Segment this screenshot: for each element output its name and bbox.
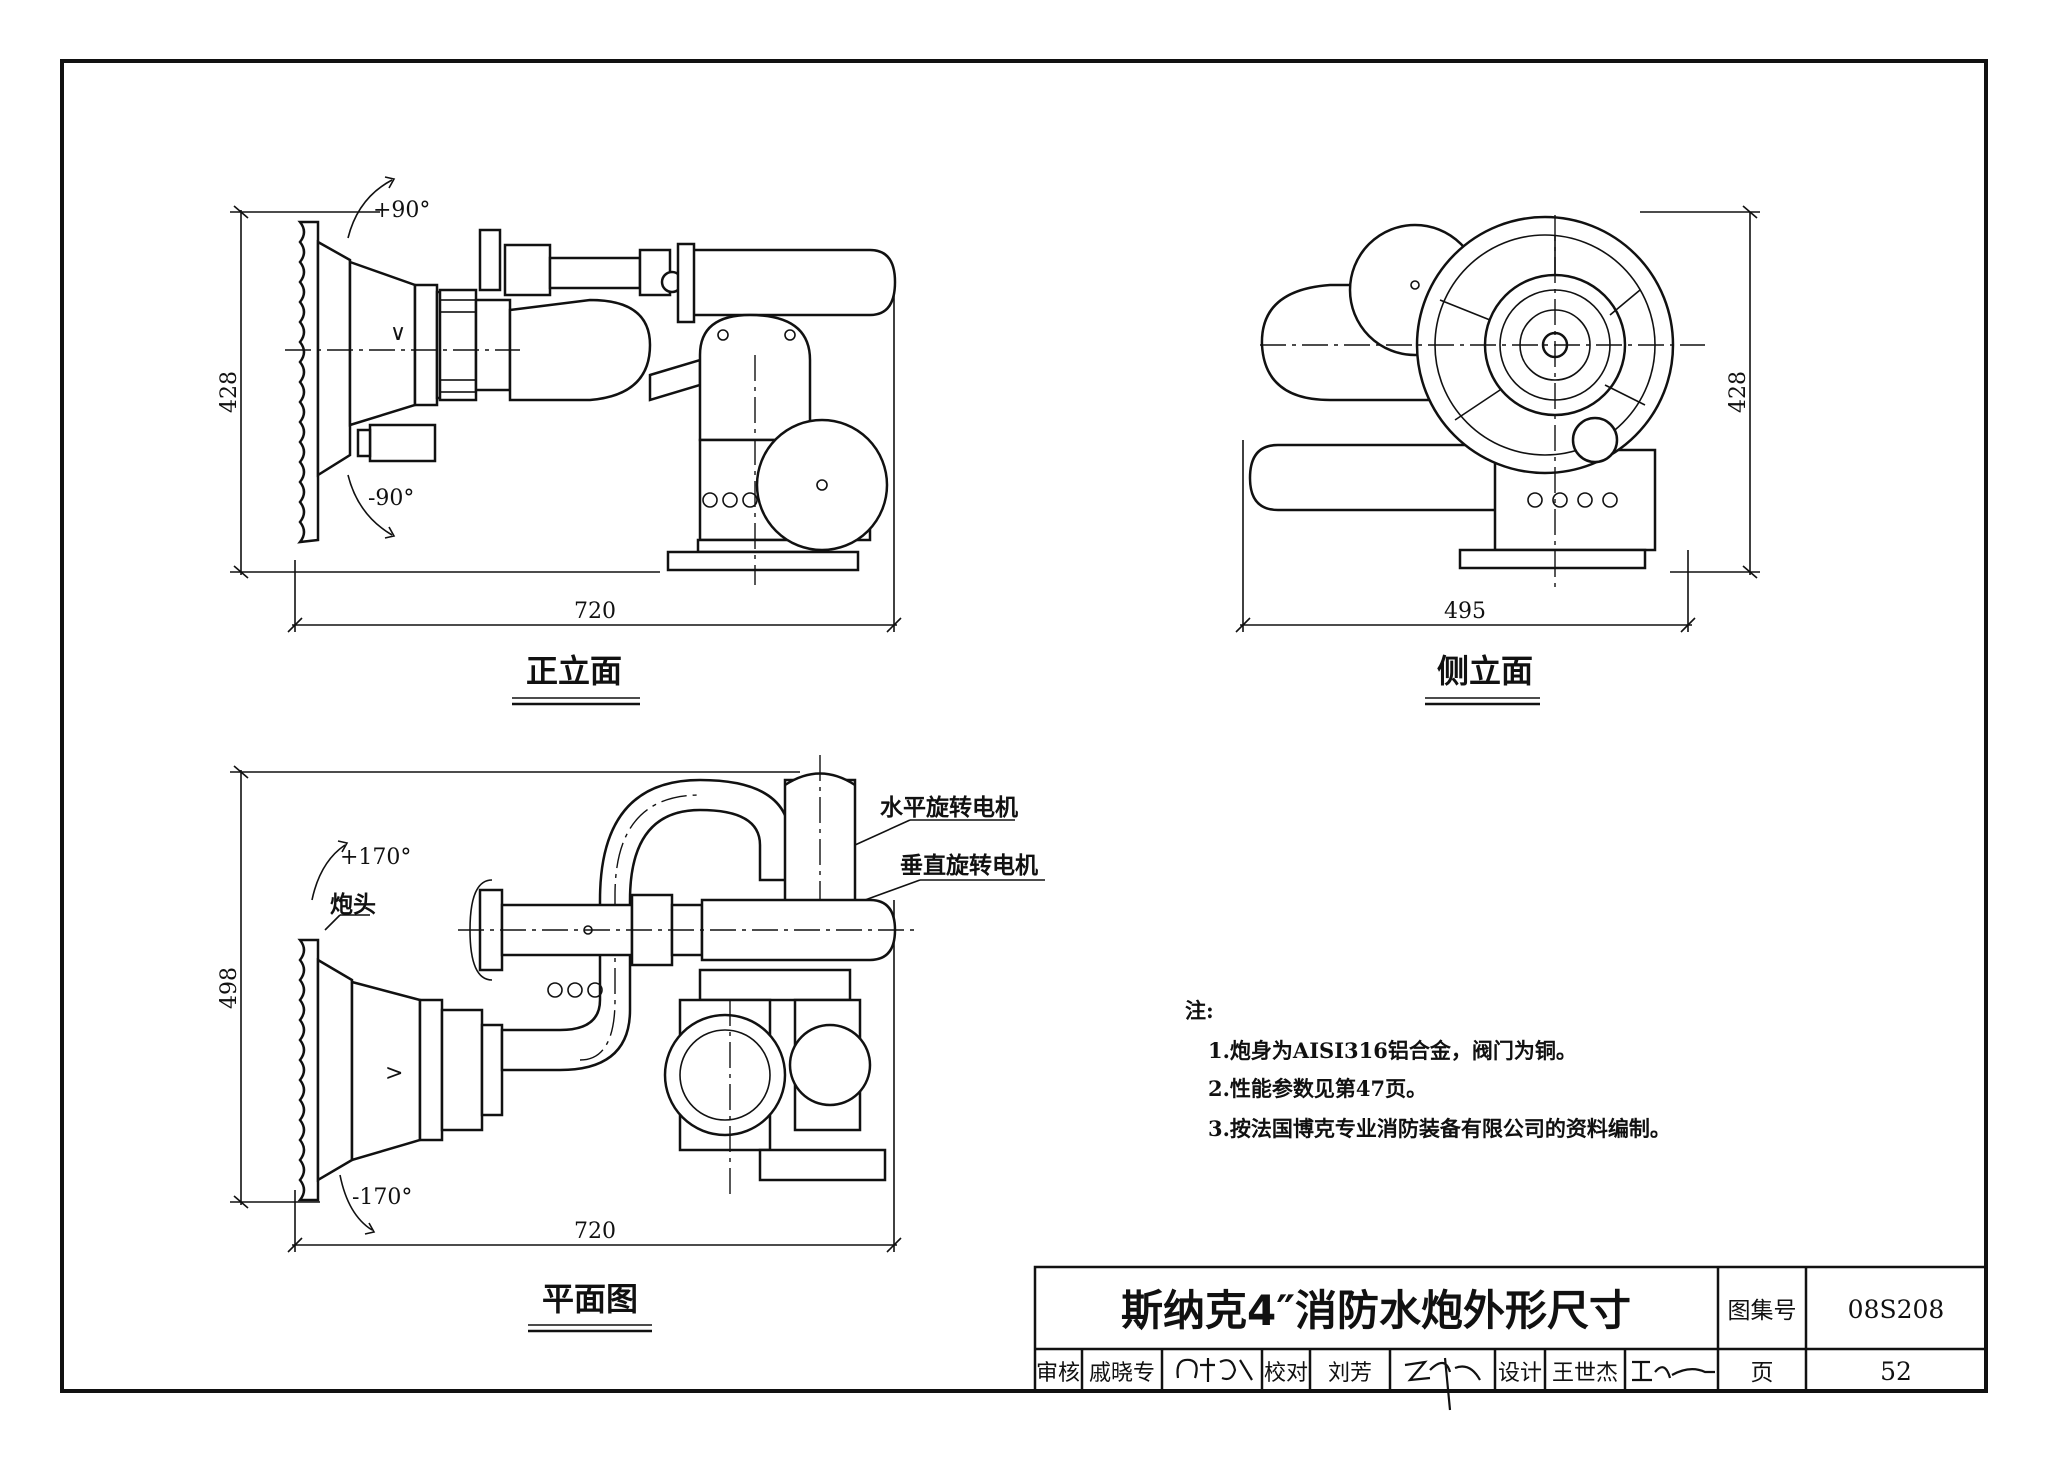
designer-name: 王世杰 [1552, 1361, 1618, 1386]
side-view-title: 侧立面 [1437, 652, 1533, 690]
front-angle-up: +90° [373, 198, 430, 223]
page-label: 页 [1751, 1360, 1774, 1386]
note-item-1: 1.炮身为AISI316铝合金，阀门为铜。 [1208, 1038, 1577, 1063]
callout-horizontal-motor: 水平旋转电机 [880, 794, 1018, 821]
front-angle-down: -90° [368, 486, 414, 511]
plan-view: 498 720 > [217, 755, 1045, 1253]
front-dim-width: 720 [574, 599, 616, 624]
reviewer-signature [1176, 1358, 1253, 1382]
front-view-title: 正立面 [526, 652, 622, 690]
sheet-frame [60, 59, 1988, 1393]
note-item-2: 2.性能参数见第47页。 [1208, 1076, 1427, 1101]
review-label: 审核 [1036, 1361, 1080, 1386]
front-elevation: 428 720 ∨ [217, 176, 902, 633]
notes-block: 注: 1.炮身为AISI316铝合金，阀门为铜。 2.性能参数见第47页。 3.… [1185, 998, 1671, 1141]
svg-text:>: > [385, 1061, 403, 1086]
design-label: 设计 [1498, 1361, 1542, 1386]
title-block [1033, 1265, 1988, 1393]
side-dim-width: 495 [1444, 599, 1486, 624]
callout-nozzle: 炮头 [330, 891, 376, 918]
drawing-title: 斯纳克4″消防水炮外形尺寸 [1121, 1286, 1631, 1335]
checker-name: 刘芳 [1328, 1361, 1372, 1386]
page-number: 52 [1880, 1357, 1912, 1386]
side-dim-height: 428 [1726, 371, 1751, 413]
reviewer-name: 戚晓专 [1089, 1361, 1155, 1386]
plan-angle-up: +170° [340, 845, 411, 870]
checker-signature [1404, 1357, 1481, 1411]
callout-vertical-motor: 垂直旋转电机 [900, 852, 1038, 879]
svg-text:∨: ∨ [390, 321, 406, 346]
note-item-3: 3.按法国博克专业消防装备有限公司的资料编制。 [1208, 1116, 1671, 1141]
plan-dim-height: 498 [217, 967, 242, 1009]
notes-heading: 注: [1185, 998, 1214, 1023]
plan-view-title: 平面图 [542, 1280, 638, 1318]
front-dim-height: 428 [217, 371, 242, 413]
plan-angle-down: -170° [352, 1185, 412, 1210]
plan-dim-width: 720 [574, 1219, 616, 1244]
atlas-number: 08S208 [1848, 1295, 1945, 1324]
side-elevation: 428 495 [1235, 205, 1760, 633]
designer-signature [1632, 1360, 1715, 1382]
atlas-label: 图集号 [1728, 1298, 1797, 1324]
check-label: 校对 [1264, 1361, 1308, 1386]
